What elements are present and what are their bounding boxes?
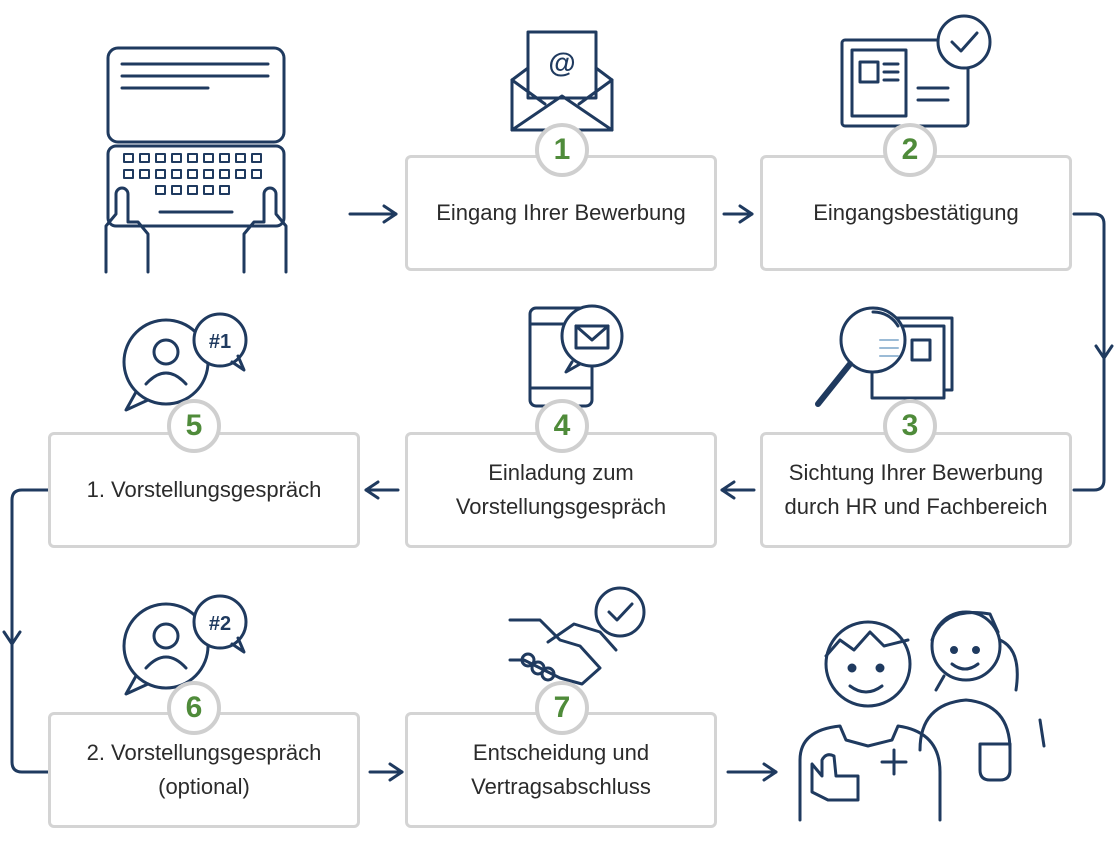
confirmation-document-icon <box>840 14 992 128</box>
at-symbol-icon: @ <box>548 47 575 78</box>
step-2-box: Eingangsbestätigung <box>760 155 1072 271</box>
step-1-number-badge: 1 <box>535 123 589 177</box>
phone-invitation-icon <box>528 304 624 408</box>
second-interview-person-icon <box>122 594 248 696</box>
magnifier-review-icon <box>815 306 954 407</box>
handshake-contract-icon <box>508 586 646 686</box>
laptop-typing-icon <box>104 46 288 274</box>
step-3-label: Sichtung Ihrer Bewerbung durch HR und Fa… <box>784 460 1048 519</box>
step-5-box: 1. Vorstellungsgespräch <box>48 432 360 548</box>
step-7-label: Entscheidung und Vertragsabschluss <box>471 740 651 799</box>
second-interview-number-tag: #2 <box>209 613 231 635</box>
step-2-label: Eingangsbestätigung <box>813 200 1019 225</box>
step-5-label: 1. Vorstellungsgespräch <box>86 477 322 502</box>
step-5-number-badge: 5 <box>167 399 221 453</box>
interview-person-icon <box>122 312 248 412</box>
interview-number-tag: #1 <box>209 331 231 353</box>
new-employees-icon <box>798 610 1046 822</box>
step-3-number-badge: 3 <box>883 399 937 453</box>
step-4-number-badge: 4 <box>535 399 589 453</box>
step-1-label: Eingang Ihrer Bewerbung <box>436 200 686 225</box>
step-7-number-badge: 7 <box>535 681 589 735</box>
step-6-label: 2. Vorstellungsgespräch (optional) <box>86 740 322 799</box>
step-1-box: Eingang Ihrer Bewerbung <box>405 155 717 271</box>
flow-connectors <box>2 204 1114 782</box>
step-4-label: Einladung zum Vorstellungsgespräch <box>455 460 667 519</box>
step-2-number-badge: 2 <box>883 123 937 177</box>
step-6-number-badge: 6 <box>167 681 221 735</box>
